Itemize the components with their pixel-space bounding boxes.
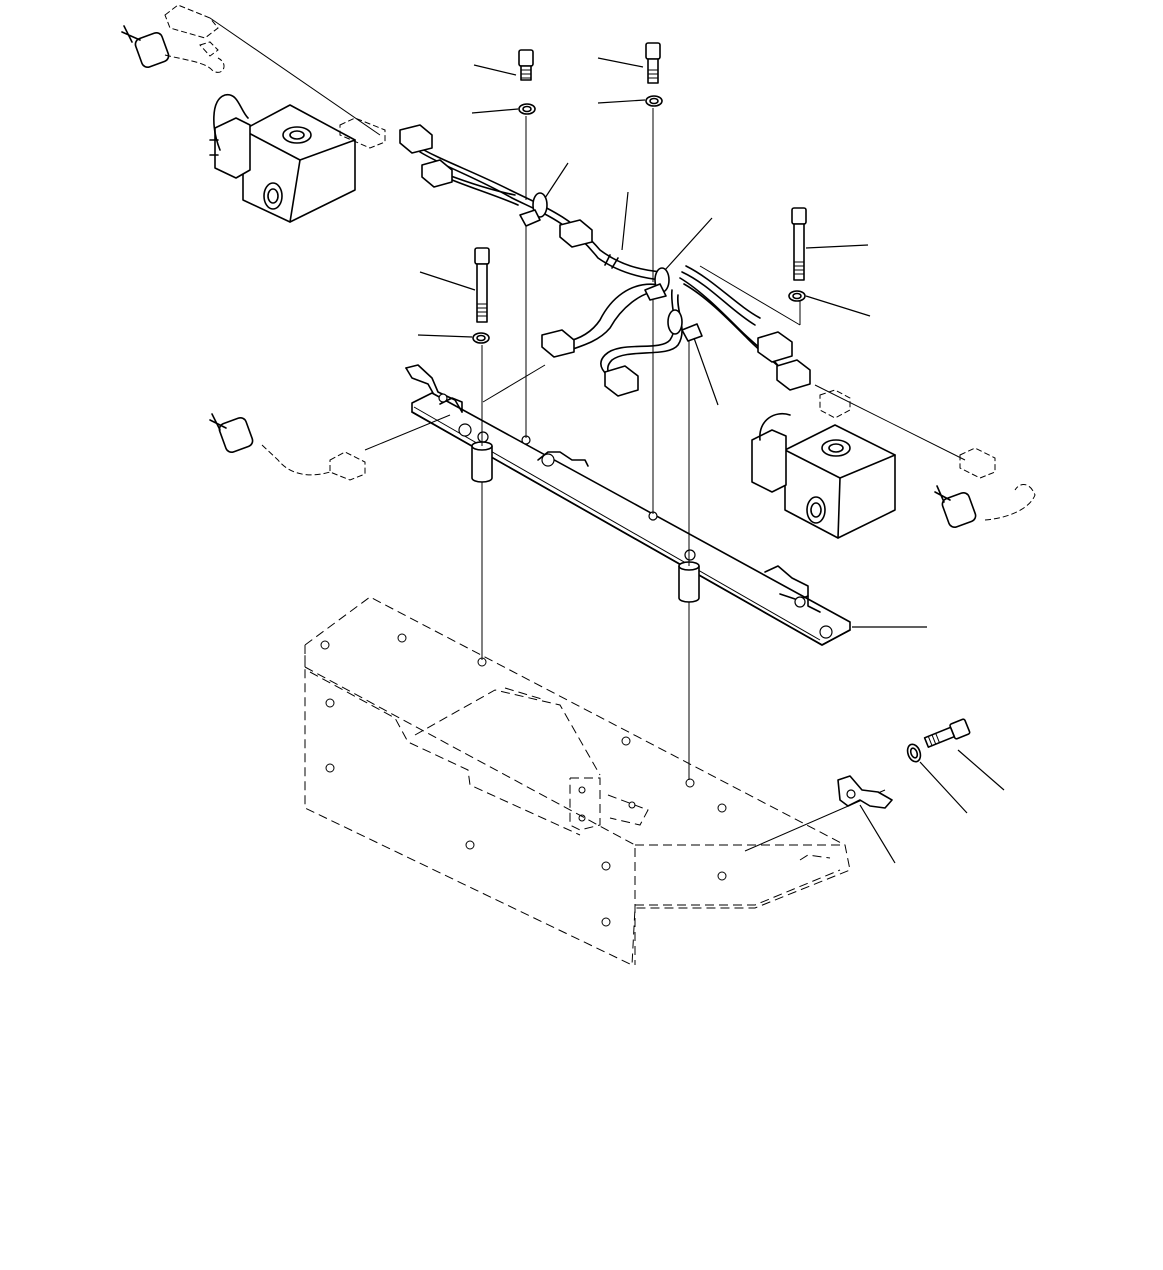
plate-holes (438, 393, 833, 639)
pressure-sensor-mid (209, 413, 366, 481)
frame-bracket (304, 596, 851, 966)
pressure-sensor-right (934, 447, 1036, 528)
wiring-harness (339, 117, 811, 397)
solenoid-valve-right (751, 389, 896, 539)
clip-bracket (837, 775, 893, 809)
spacer-collar-left (471, 441, 493, 483)
bolt (474, 42, 971, 748)
frame-holes (320, 633, 727, 927)
solenoid-valve-left (209, 93, 356, 223)
harness-connector (339, 117, 811, 397)
spacer-collar-right (678, 561, 700, 603)
harness-clamp (519, 192, 703, 342)
washer (472, 95, 922, 763)
mounting-plate (405, 364, 851, 646)
pressure-sensor-top (121, 4, 225, 73)
callout-leaders (417, 57, 1005, 864)
